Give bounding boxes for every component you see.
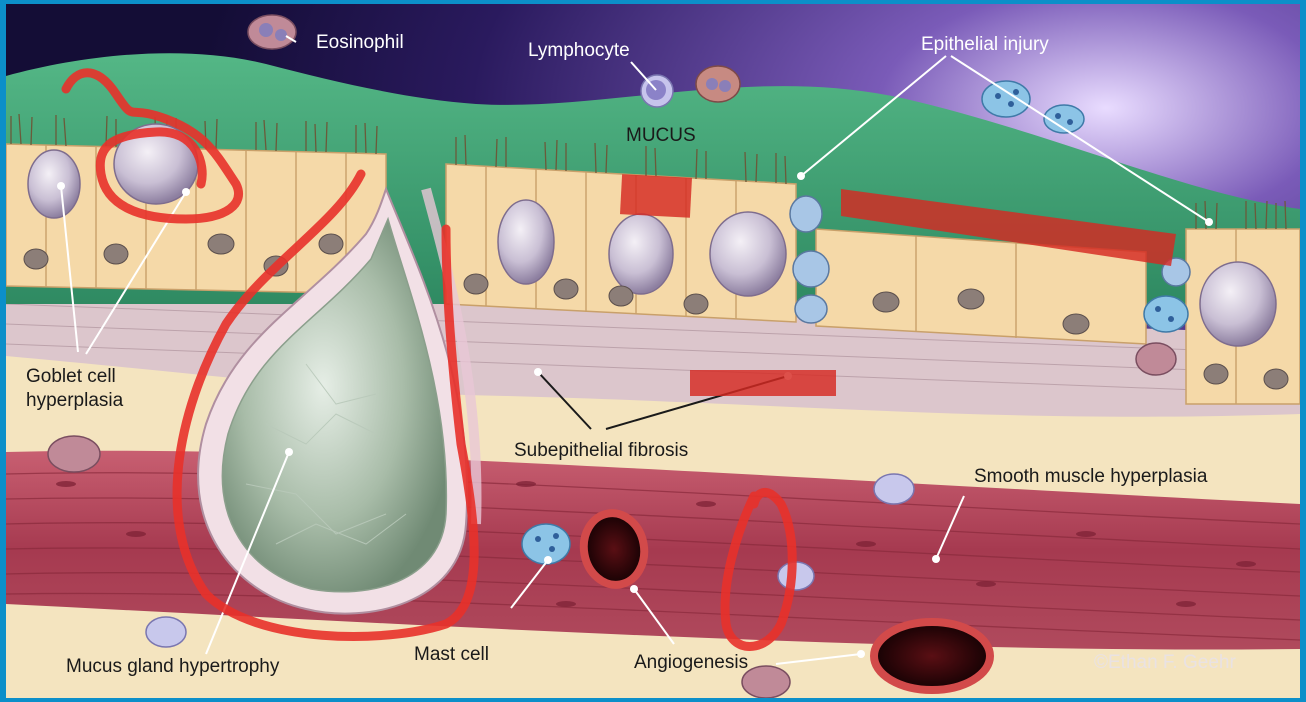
label-lymphocyte: Lymphocyte — [528, 40, 630, 61]
label-mucus: MUCUS — [626, 125, 696, 146]
label-mucus-gland: Mucus gland hypertrophy — [66, 656, 280, 677]
label-goblet-line2: hyperplasia — [26, 390, 124, 411]
label-epithelial-injury: Epithelial injury — [921, 34, 1049, 55]
eosinophil-cell-2 — [696, 66, 740, 102]
label-eosinophil: Eosinophil — [316, 32, 404, 53]
label-smooth-muscle: Smooth muscle hyperplasia — [974, 466, 1208, 487]
label-angiogenesis: Angiogenesis — [634, 652, 748, 673]
red-band-mid-epithelium — [620, 174, 692, 218]
label-goblet-line1: Goblet cell — [26, 366, 116, 387]
label-mast-cell: Mast cell — [414, 644, 489, 665]
airway-remodeling-illustration: Eosinophil Lymphocyte Epithelial injury … — [6, 4, 1300, 698]
eosinophil-cell — [248, 15, 296, 49]
red-band-fibrosis — [690, 370, 836, 396]
label-credit: ©Ethan F. Geehr — [1094, 652, 1236, 673]
label-subepithelial-fibrosis: Subepithelial fibrosis — [514, 440, 688, 461]
diagram-canvas: Eosinophil Lymphocyte Epithelial injury … — [6, 4, 1300, 698]
